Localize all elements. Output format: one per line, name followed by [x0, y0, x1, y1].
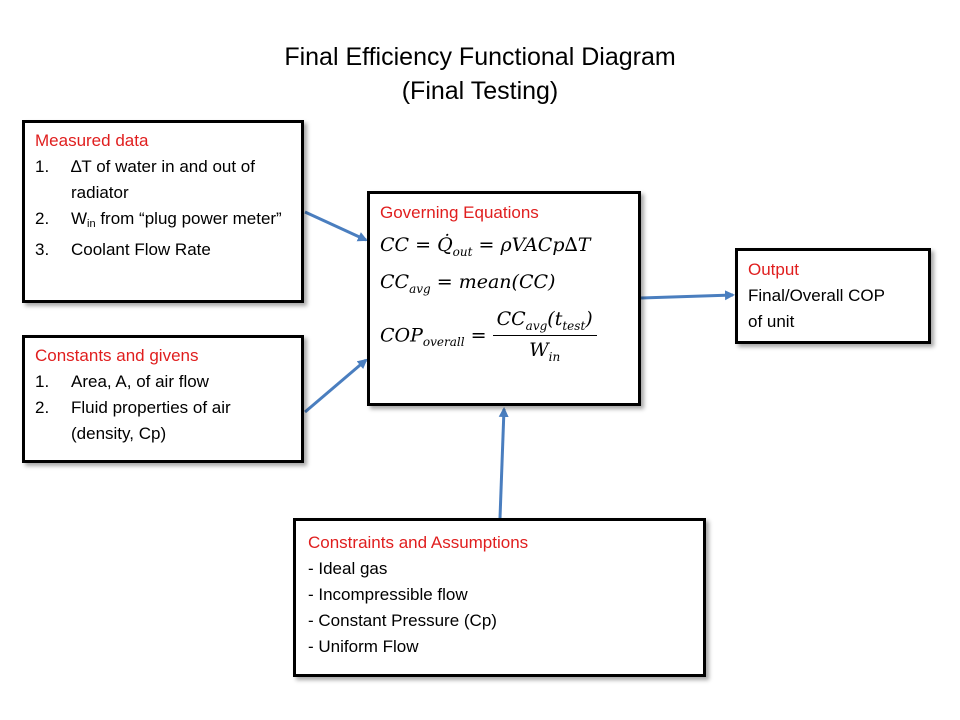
output-heading: Output	[748, 260, 800, 279]
output-line-2: of unit	[748, 312, 795, 331]
title-line-1: Final Efficiency Functional Diagram	[284, 43, 676, 71]
list-item: 1.Area, A, of air flow	[35, 372, 209, 391]
list-item: 2.Win from “plug power meter”	[35, 209, 282, 230]
equation-cop-overall: COPoverall = CCavg(ttest) Win	[380, 308, 628, 364]
constants-heading: Constants and givens	[35, 346, 199, 365]
constants-list: 1.Area, A, of air flow 2.Fluid propertie…	[35, 369, 291, 447]
arrow-measured-to-governing	[304, 210, 368, 242]
constraint-item: - Uniform Flow	[308, 637, 419, 656]
measured-data-box: Measured data 1.∆T of water in and out o…	[22, 120, 304, 303]
equation-cc: CC = Q̇out = ρVACp∆T	[380, 234, 591, 259]
output-box: Output Final/Overall COP of unit	[735, 248, 931, 344]
arrow-governing-to-output	[640, 290, 735, 301]
constraints-box: Constraints and Assumptions - Ideal gas …	[293, 518, 706, 677]
constraints-heading: Constraints and Assumptions	[308, 533, 529, 552]
measured-data-heading: Measured data	[35, 131, 149, 150]
list-item: 3.Coolant Flow Rate	[35, 240, 211, 259]
arrow-constants-to-governing	[304, 358, 368, 414]
list-item: 1.∆T of water in and out of radiator	[35, 157, 255, 202]
governing-equations-box: Governing Equations CC = Q̇out = ρVACp∆T…	[367, 191, 641, 406]
measured-data-list: 1.∆T of water in and out of radiator 2.W…	[35, 154, 291, 263]
output-line-1: Final/Overall COP	[748, 286, 885, 305]
cop-fraction: CCavg(ttest) Win	[492, 308, 597, 364]
list-item: 2.Fluid properties of air (density, Cp)	[35, 398, 231, 443]
governing-heading: Governing Equations	[380, 203, 539, 222]
title-line-2: (Final Testing)	[401, 77, 559, 105]
constants-box: Constants and givens 1.Area, A, of air f…	[22, 335, 304, 463]
constraint-item: - Constant Pressure (Cp)	[308, 611, 497, 630]
constraint-item: - Ideal gas	[308, 559, 388, 578]
equation-cc-avg: CCavg = mean(CC)	[380, 270, 556, 296]
delta-symbol: ∆	[71, 157, 82, 176]
constraint-item: - Incompressible flow	[308, 585, 468, 604]
diagram-title: Final Efficiency Functional Diagram (Fin…	[0, 40, 960, 108]
arrow-constraints-to-governing	[498, 407, 509, 519]
